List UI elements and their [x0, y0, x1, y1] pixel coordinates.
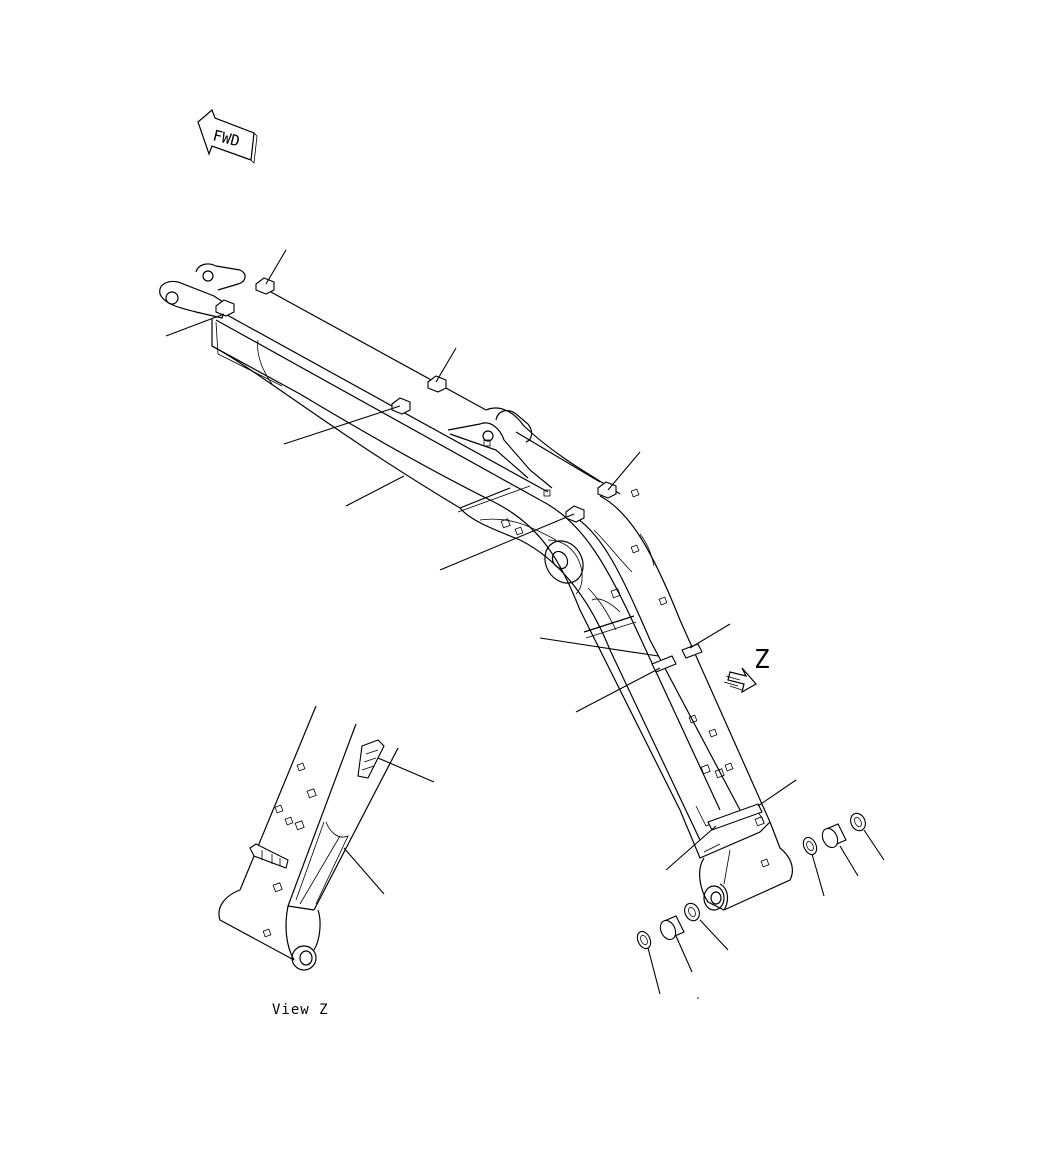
- leader-lines: [165, 249, 797, 871]
- fwd-arrow-icon: FWD: [197, 108, 258, 164]
- view-z-arrow-icon: Z: [723, 645, 770, 694]
- bushing-parts: [636, 812, 885, 999]
- view-caption: View Z: [272, 1002, 329, 1018]
- view-marker-label: Z: [754, 645, 770, 675]
- bracket-blocks: [215, 277, 770, 868]
- arm-body: [159, 263, 793, 911]
- view-z-detail: View Z: [218, 705, 435, 1018]
